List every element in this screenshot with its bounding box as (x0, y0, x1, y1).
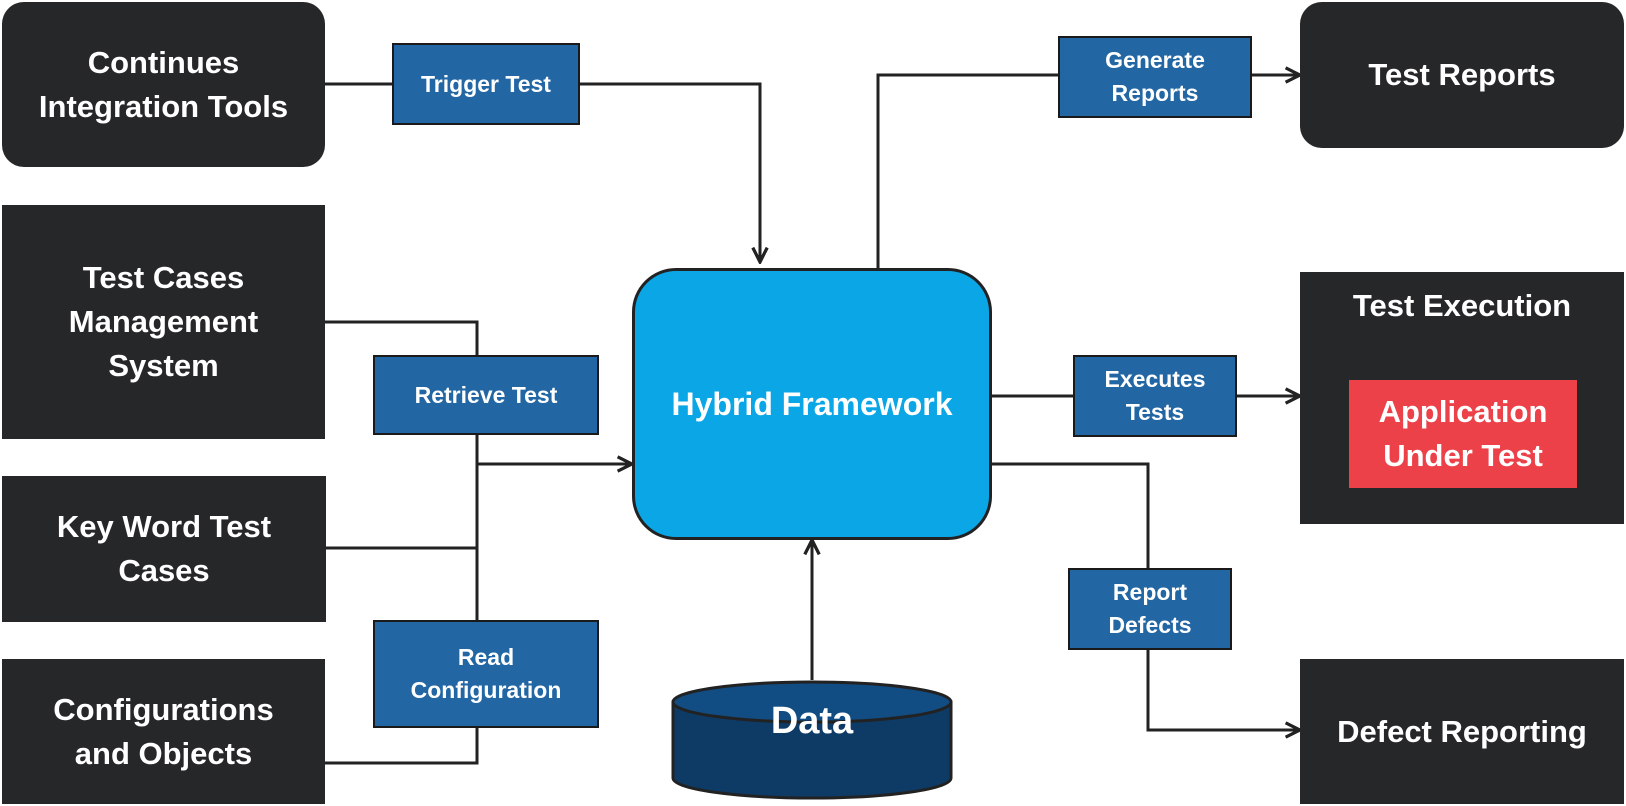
config-objects-label: Configurations and Objects (53, 691, 274, 771)
tcms-box: Test Cases Management System (2, 205, 325, 439)
keyword-cases-box: Key Word Test Cases (2, 476, 326, 622)
tcms-label: Test Cases Management System (68, 260, 259, 383)
ci-tools-label: Continues Integration Tools (38, 44, 289, 124)
tcms-connector (320, 320, 479, 355)
defect-reporting-box: Defect Reporting (1300, 659, 1624, 804)
executes-tests-text: Executes Tests (1104, 366, 1206, 425)
hybrid-framework-box: Hybrid Framework (632, 268, 992, 540)
data-cylinder-top (671, 680, 953, 724)
hybrid-framework-label: Hybrid Framework (671, 385, 953, 422)
data-cylinder-body (671, 700, 953, 800)
test-execution-title: Test Execution (1352, 288, 1572, 323)
data-label: Data (770, 700, 854, 742)
read-configuration-text: Read Configuration (410, 644, 562, 703)
ci-tools-box: Continues Integration Tools (2, 2, 325, 167)
report-defects-text: Report Defects (1108, 579, 1192, 638)
retrieve-test-label-box: Retrieve Test (373, 355, 599, 435)
trigger-test-label-box: Trigger Test (392, 43, 580, 125)
data-label-wrap: Data (0, 700, 1626, 743)
retrieve-test-text: Retrieve Test (414, 381, 558, 408)
test-execution-box: Test Execution Application Under Test (1300, 272, 1624, 524)
generate-reports-text: Generate Reports (1105, 47, 1205, 106)
config-connector (325, 728, 479, 765)
executes-tests-label-box: Executes Tests (1073, 355, 1237, 437)
config-objects-box: Configurations and Objects (2, 659, 325, 804)
keyword-cases-label: Key Word Test Cases (56, 509, 272, 588)
read-configuration-label-box: Read Configuration (373, 620, 599, 728)
defect-reporting-label: Defect Reporting (1337, 713, 1587, 749)
generate-reports-label-box: Generate Reports (1058, 36, 1252, 118)
test-reports-box: Test Reports (1300, 2, 1624, 148)
report-defects-label-box: Report Defects (1068, 568, 1232, 650)
test-reports-label: Test Reports (1368, 57, 1556, 92)
data-cylinder (671, 680, 953, 800)
application-under-test-box: Application Under Test (1349, 380, 1577, 488)
application-under-test-label: Application Under Test (1378, 394, 1548, 473)
trigger-test-text: Trigger Test (421, 70, 551, 97)
